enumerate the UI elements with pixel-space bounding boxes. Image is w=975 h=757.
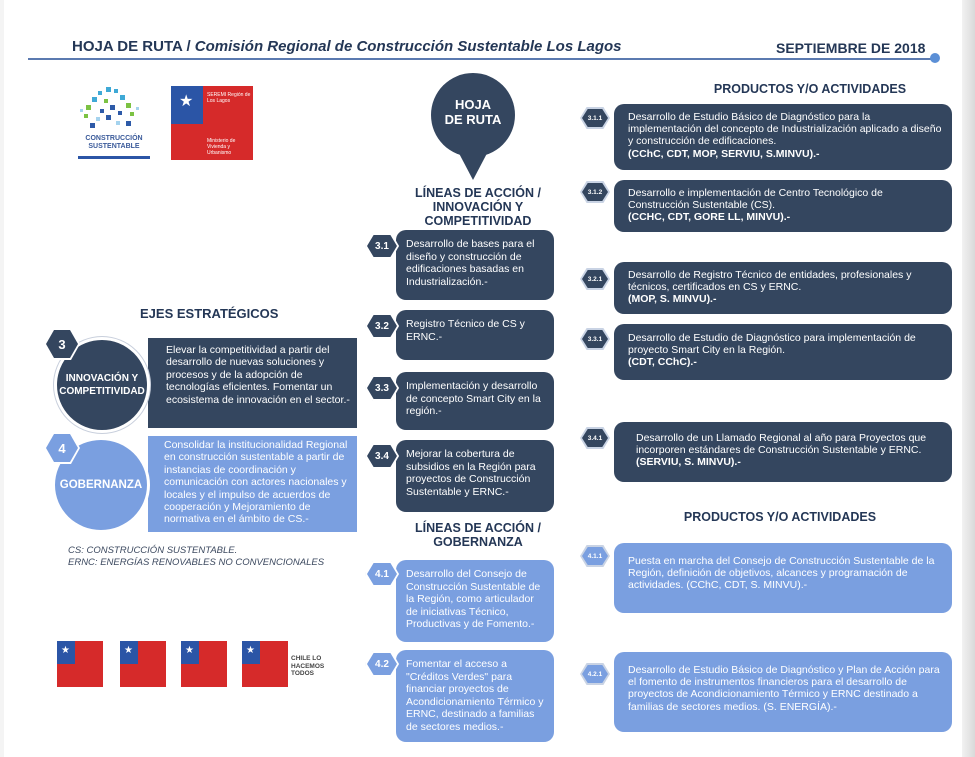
linea-3-1-box: Desarrollo de bases para el diseño y con… — [396, 230, 554, 300]
hoja-line2: DE RUTA — [444, 112, 502, 127]
ejes-heading: EJES ESTRATÉGICOS — [140, 306, 279, 321]
gov-logo-4: ★ — [242, 641, 288, 687]
cs-logo-text: CONSTRUCCIÓN SUSTENTABLE — [76, 135, 152, 151]
gov-logo-3: ★ — [181, 641, 227, 687]
linea-4-1-box: Desarrollo del Consejo de Construcción S… — [396, 560, 554, 642]
cs-logo-line1: CONSTRUCCIÓN — [85, 135, 143, 142]
cs-logo-mark-icon — [80, 87, 139, 128]
producto-3-3-1-actors: (CDT, CChC).- — [628, 356, 697, 369]
linea-4-2-tag: 4.2 — [367, 653, 397, 675]
linea-4-1-tag: 4.1 — [367, 563, 397, 585]
page-edge-right — [962, 0, 975, 757]
construccion-sustentable-logo: CONSTRUCCIÓN SUSTENTABLE — [76, 85, 164, 163]
gov-logo-bottom-text: Ministerio de Vivienda y Urbanismo — [207, 138, 236, 156]
star-icon: ★ — [179, 93, 194, 110]
eje-3-description: Elevar la competitividad a partir del de… — [148, 338, 357, 428]
producto-4-1-1-box: Puesta en marcha del Consejo de Construc… — [614, 543, 952, 613]
star-icon: ★ — [124, 645, 133, 656]
producto-3-1-1-box: Desarrollo de Estudio Básico de Diagnóst… — [614, 104, 952, 170]
gov-logo-1: ★ — [57, 641, 103, 687]
producto-3-4-1-actors: (SERVIU, S. MINVU).- — [636, 456, 741, 469]
producto-4-2-1-box: Desarrollo de Estudio Básico de Diagnóst… — [614, 652, 952, 732]
note-ernc: ERNC: ENERGÍAS RENOVABLES NO CONVENCIONA… — [68, 557, 325, 568]
title-subtitle: Comisión Regional de Construcción Susten… — [194, 38, 622, 55]
linea-3-3-tag: 3.3 — [367, 377, 397, 399]
producto-3-2-1-text: Desarrollo de Registro Técnico de entida… — [628, 269, 912, 294]
page-date: SEPTIEMBRE DE 2018 — [776, 40, 926, 56]
eje-4-description: Consolidar la institucionalidad Regional… — [148, 436, 357, 532]
producto-4-1-1-tag: 4.1.1 — [582, 547, 608, 565]
chile-slogan: CHILE LO HACEMOS TODOS — [291, 655, 325, 677]
producto-3-1-1-actors: (CChC, CDT, MOP, SERVIU, S.MINVU).- — [628, 147, 820, 160]
cs-logo-bar — [78, 156, 150, 159]
linea-3-4-box: Mejorar la cobertura de subsidios en la … — [396, 440, 554, 512]
producto-3-1-1-text: Desarrollo de Estudio Básico de Diagnóst… — [628, 111, 942, 148]
hoja-line1: HOJA — [454, 97, 492, 112]
linea-3-1-tag: 3.1 — [367, 235, 397, 257]
producto-3-4-1-box: Desarrollo de un Llamado Regional al año… — [614, 422, 952, 482]
gov-logo-2: ★ — [120, 641, 166, 687]
producto-4-2-1-text: Desarrollo de Estudio Básico de Diagnóst… — [628, 664, 940, 713]
producto-3-1-1-tag: 3.1.1 — [582, 109, 608, 127]
linea-3-2-tag: 3.2 — [367, 315, 397, 337]
producto-3-3-1-text: Desarrollo de Estudio de Diagnóstico par… — [628, 332, 916, 357]
star-icon: ★ — [246, 645, 255, 656]
lineas-innovacion-heading: LÍNEAS DE ACCIÓN / INNOVACIÓN Y COMPETIT… — [415, 186, 541, 228]
producto-3-2-1-box: Desarrollo de Registro Técnico de entida… — [614, 262, 952, 314]
producto-3-4-1-text: Desarrollo de un Llamado Regional al año… — [636, 432, 927, 457]
producto-3-1-2-tag: 3.1.2 — [582, 183, 608, 201]
linea-3-3-box: Implementación y desarrollo de concepto … — [396, 372, 554, 430]
producto-3-2-1-tag: 3.2.1 — [582, 270, 608, 288]
page-title: HOJA DE RUTA / Comisión Regional de Cons… — [72, 38, 622, 55]
note-cs: CS: CONSTRUCCIÓN SUSTENTABLE. — [68, 545, 238, 556]
star-icon: ★ — [61, 645, 70, 656]
linea-3-2-box: Registro Técnico de CS y ERNC.- — [396, 310, 554, 360]
producto-3-2-1-actors: (MOP, S. MINVU).- — [628, 293, 717, 306]
producto-3-3-1-tag: 3.3.1 — [582, 330, 608, 348]
page-edge-left — [0, 0, 4, 757]
gov-logo-top-text: SEREMI Región de Los Lagos — [207, 92, 251, 104]
header-dot — [930, 53, 940, 63]
producto-3-1-2-text: Desarrollo e implementación de Centro Te… — [628, 187, 883, 212]
cs-logo-line2: SUSTENTABLE — [88, 143, 140, 150]
producto-3-1-2-box: Desarrollo e implementación de Centro Te… — [614, 180, 952, 232]
productos-heading-2: PRODUCTOS Y/O ACTIVIDADES — [683, 510, 877, 524]
linea-3-4-tag: 3.4 — [367, 445, 397, 467]
linea-4-2-box: Fomentar el acceso a "Créditos Verdes" p… — [396, 650, 554, 742]
title-main: HOJA DE RUTA / — [72, 38, 191, 55]
seremi-minvu-logo: ★ SEREMI Región de Los Lagos Ministerio … — [171, 86, 253, 160]
header-rule — [28, 58, 934, 60]
producto-4-1-1-text: Puesta en marcha del Consejo de Construc… — [628, 555, 935, 592]
hoja-de-ruta-label: HOJA DE RUTA — [431, 97, 515, 127]
producto-3-4-1-tag: 3.4.1 — [582, 429, 608, 447]
producto-3-3-1-box: Desarrollo de Estudio de Diagnóstico par… — [614, 324, 952, 380]
star-icon: ★ — [185, 645, 194, 656]
lineas-gobernanza-heading: LÍNEAS DE ACCIÓN / GOBERNANZA — [415, 521, 541, 549]
hoja-de-ruta-pin-tip — [452, 140, 494, 180]
abbreviation-notes: CS: CONSTRUCCIÓN SUSTENTABLE. ERNC: ENER… — [68, 545, 324, 569]
producto-3-1-2-actors: (CCHC, CDT, GORE LL, MINVU).- — [628, 211, 791, 224]
producto-4-2-1-tag: 4.2.1 — [582, 665, 608, 683]
productos-heading-1: PRODUCTOS Y/O ACTIVIDADES — [713, 82, 907, 96]
